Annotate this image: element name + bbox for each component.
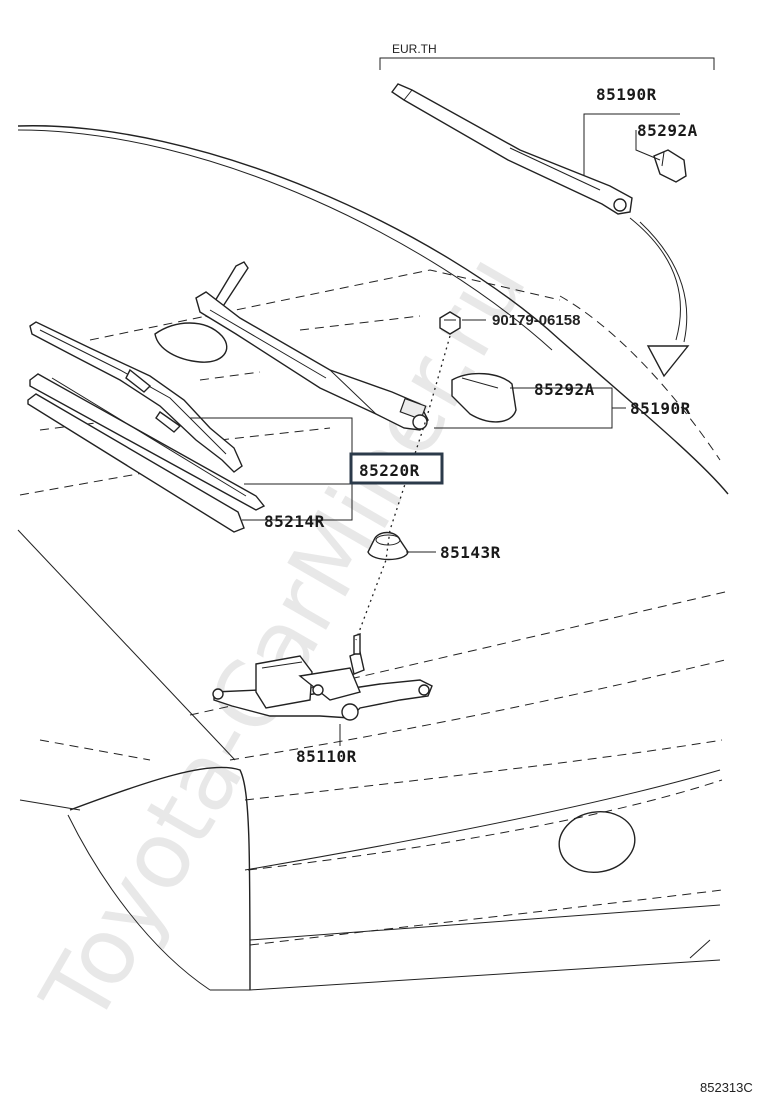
part-label-nut: 90179-06158 (492, 312, 580, 329)
car-body-outline (17, 125, 729, 991)
region-bracket: EUR.TH (379, 42, 715, 70)
wiper-cap-top (653, 149, 687, 183)
wiper-cap-mid (451, 372, 517, 423)
wiper-arm-top (390, 83, 633, 215)
part-label-cap-mid: 85292A (534, 380, 595, 399)
wiper-blade (29, 321, 243, 473)
nut (439, 311, 461, 335)
part-label-cap-top: 85292A (637, 121, 698, 140)
assembly-arrow (629, 217, 690, 378)
leader-lines (190, 319, 626, 746)
part-label-motor: 85110R (296, 747, 357, 766)
wiper-motor (212, 633, 433, 721)
part-label-blade[interactable]: 85220R (359, 461, 420, 480)
wiper-arm-main (195, 291, 429, 431)
wiper-refill (27, 373, 266, 533)
part-label-arm-mid: 85190R (630, 399, 691, 418)
region-label: EUR.TH (392, 42, 437, 56)
part-label-arm-top: 85190R (596, 85, 657, 104)
part-label-refill: 85214R (264, 512, 325, 531)
part-label-grommet: 85143R (440, 543, 501, 562)
highlight-box (349, 452, 444, 485)
diagram-code: 852313C (700, 1080, 753, 1095)
